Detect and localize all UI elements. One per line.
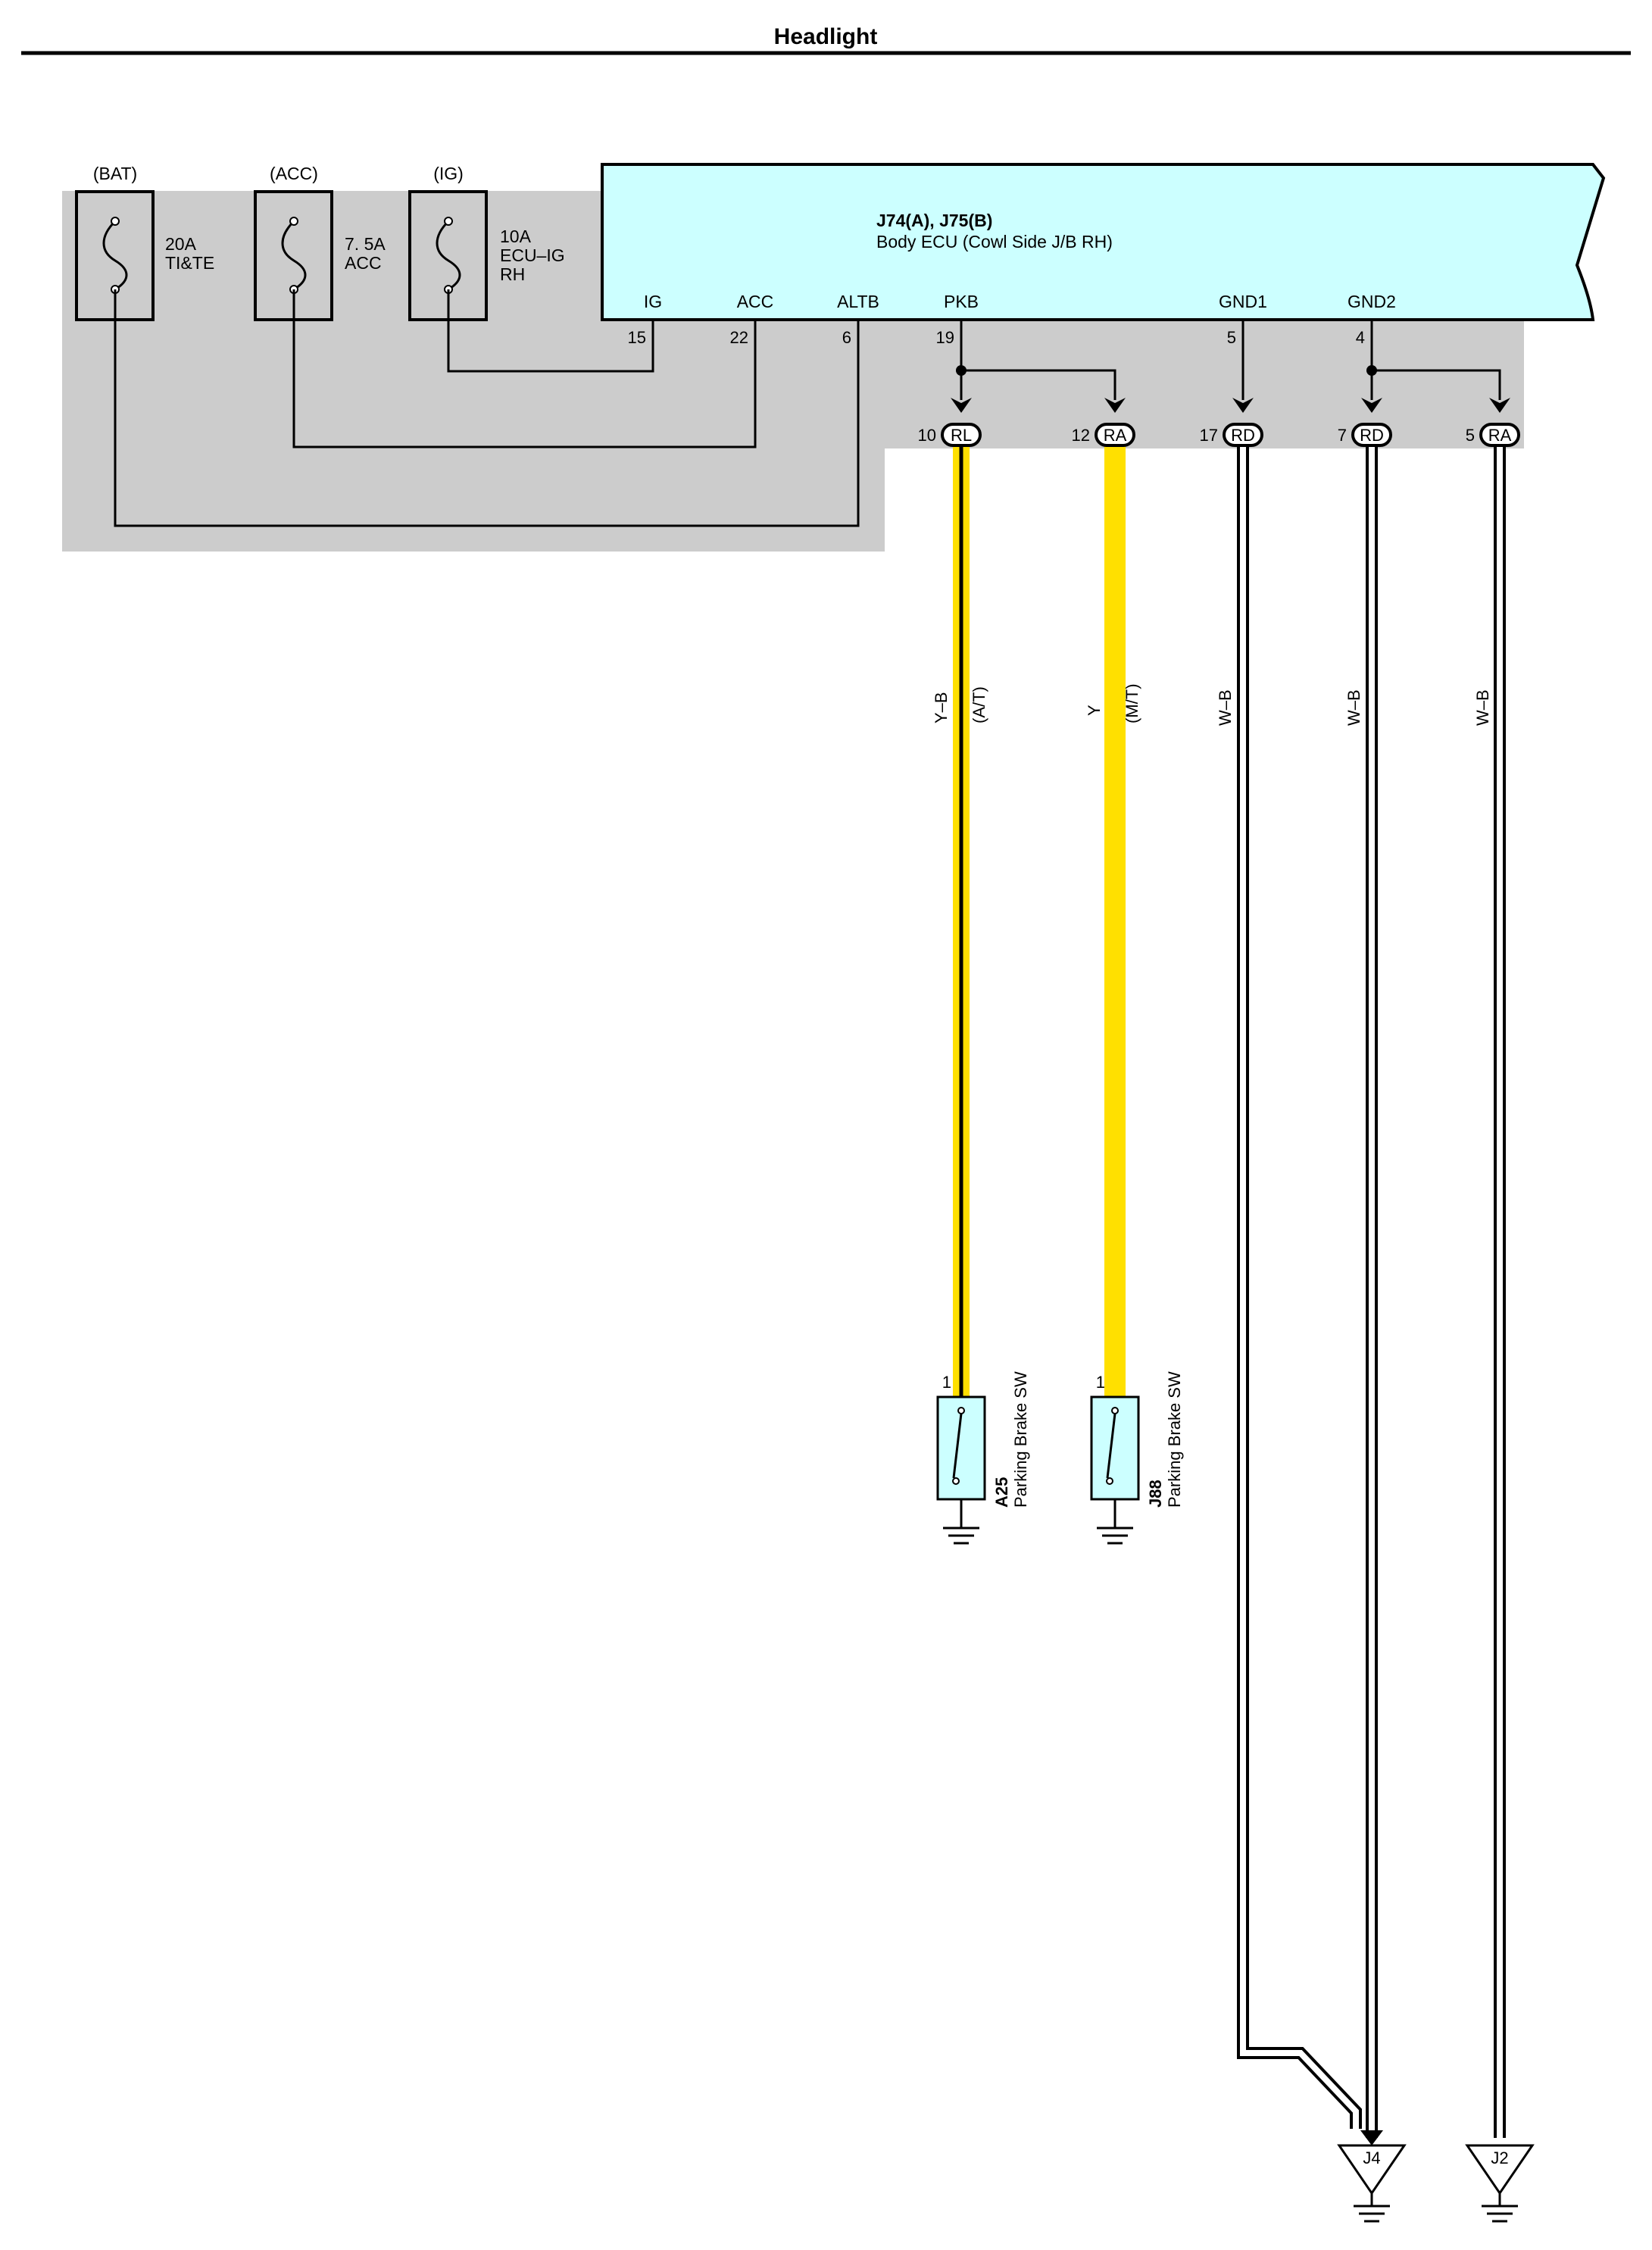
gnd1-lead bbox=[1232, 320, 1254, 413]
switch-a25 bbox=[936, 1395, 986, 1545]
switch-j88 bbox=[1090, 1395, 1140, 1545]
connector-code: RA bbox=[1104, 426, 1127, 445]
ground-j4-symbol bbox=[1337, 2144, 1407, 2223]
fuse-acc-source: (ACC) bbox=[270, 164, 318, 183]
connector-rl-badge bbox=[941, 423, 982, 447]
terminal-gnd2-label: GND2 bbox=[1348, 292, 1396, 311]
switch-name: Parking Brake SW bbox=[1011, 1371, 1030, 1508]
wire-y-b bbox=[953, 445, 970, 1397]
pin-acc: 22 bbox=[730, 328, 748, 347]
fuse-ig-name2: RH bbox=[500, 264, 525, 284]
connector-code: RD bbox=[1231, 426, 1255, 445]
wire-w-b-gnd2 bbox=[1360, 445, 1383, 2145]
wire-color-label: W–B bbox=[1344, 689, 1363, 726]
pin-pkb: 19 bbox=[936, 328, 954, 347]
gnd2-branch bbox=[1361, 320, 1510, 413]
fuse-ig-rating: 10A bbox=[500, 227, 532, 246]
terminal-gnd1-label: GND1 bbox=[1219, 292, 1267, 311]
switch-pin: 1 bbox=[942, 1373, 951, 1392]
connector-rd2-badge bbox=[1351, 423, 1392, 447]
connector-ra-badge bbox=[1095, 423, 1135, 447]
fuse-acc-name: ACC bbox=[345, 253, 382, 273]
pkb-branch bbox=[951, 320, 1126, 413]
connector-pin: 7 bbox=[1338, 426, 1347, 445]
ground-j4-label: J4 bbox=[1363, 2148, 1380, 2167]
connector-pin: 17 bbox=[1200, 426, 1218, 445]
pin-gnd1: 5 bbox=[1227, 328, 1236, 347]
terminal-ig-label: IG bbox=[644, 292, 662, 311]
connector-pin: 5 bbox=[1466, 426, 1475, 445]
pin-ig: 15 bbox=[628, 328, 646, 347]
switch-code: J88 bbox=[1146, 1480, 1165, 1508]
terminal-acc-label: ACC bbox=[737, 292, 774, 311]
connector-ra2-badge bbox=[1479, 423, 1520, 447]
internal-wiring bbox=[114, 289, 860, 527]
switch-code: A25 bbox=[992, 1477, 1011, 1508]
wire-note-label: (A/T) bbox=[970, 686, 988, 723]
wire-color-label: W–B bbox=[1216, 689, 1235, 726]
fuse-bat-source: (BAT) bbox=[93, 164, 137, 183]
fuse-ig-name: ECU–IG bbox=[500, 245, 565, 265]
fuse-acc-rating: 7. 5A bbox=[345, 234, 386, 254]
fuse-bat-rating: 20A bbox=[165, 234, 197, 254]
fuse-ig-source: (IG) bbox=[433, 164, 464, 183]
connector-pin: 12 bbox=[1072, 426, 1090, 445]
fuse-bat-name: TI&TE bbox=[165, 253, 214, 273]
terminal-altb-label: ALTB bbox=[837, 292, 879, 311]
ecu-name: Body ECU (Cowl Side J/B RH) bbox=[876, 232, 1113, 252]
switch-name: Parking Brake SW bbox=[1165, 1371, 1184, 1508]
ground-j2-symbol bbox=[1465, 2144, 1535, 2223]
page-title: Headlight bbox=[774, 24, 878, 49]
pin-gnd2: 4 bbox=[1356, 328, 1365, 347]
wire-color-label: W–B bbox=[1473, 689, 1492, 726]
wire-color-label: Y–B bbox=[932, 692, 951, 723]
connector-code: RD bbox=[1360, 426, 1384, 445]
wire-color-label: Y bbox=[1085, 705, 1104, 716]
connector-pin: 10 bbox=[918, 426, 936, 445]
wire-note-label: (M/T) bbox=[1123, 683, 1141, 723]
connector-code: RL bbox=[951, 426, 972, 445]
ecu-code: J74(A), J75(B) bbox=[876, 211, 992, 230]
pin-altb: 6 bbox=[842, 328, 851, 347]
terminal-pkb-label: PKB bbox=[944, 292, 979, 311]
wire-y bbox=[1104, 445, 1126, 1397]
connector-rd1-badge bbox=[1223, 423, 1263, 447]
wire-w-b-gnd1 bbox=[1237, 445, 1362, 2129]
switch-pin: 1 bbox=[1096, 1373, 1105, 1392]
ground-j2-label: J2 bbox=[1491, 2148, 1508, 2167]
connector-code: RA bbox=[1488, 426, 1512, 445]
body-ecu-box bbox=[601, 163, 1606, 321]
